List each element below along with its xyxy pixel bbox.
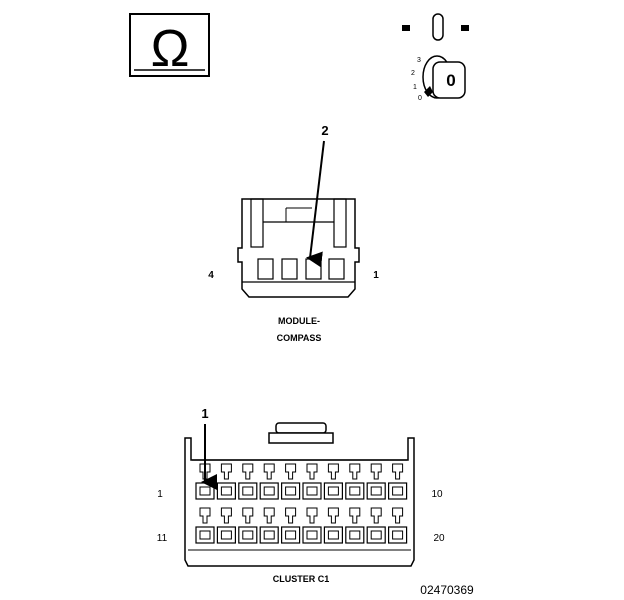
module-compass-connector [237,198,360,298]
cluster-pin-label-20: 20 [433,533,445,544]
cluster-c1-pin-3 [238,463,258,500]
ignition-switch-off-icon [402,13,469,41]
cluster-c1-pin-14 [259,507,279,544]
ignition-key-icon: 3 2 1 0 0 [411,55,466,102]
compass-pin-2 [305,258,322,280]
cluster-c1-pin-11 [195,507,215,544]
cluster-c1-pin-20 [388,507,408,544]
key-position-2: 2 [411,70,415,77]
figure-id: 02470369 [420,583,474,597]
compass-label-line1: MODULE- [278,316,320,326]
key-position-0: 0 [418,95,422,102]
cluster-c1-pin-18 [345,507,365,544]
cluster-c1-label: CLUSTER C1 [273,574,330,584]
compass-pin-label-left: 4 [208,270,214,281]
compass-callout-number: 2 [321,123,328,138]
cluster-c1-pin-19 [366,507,386,544]
cluster-callout-number: 1 [201,406,208,421]
compass-pin-4 [257,258,274,280]
cluster-c1-pin-8 [345,463,365,500]
cluster-pin-label-11: 11 [157,533,168,544]
cluster-c1-pin-17 [323,507,343,544]
compass-callout-arrow [306,140,325,268]
key-label: 0 [446,71,455,90]
cluster-pin-label-10: 10 [431,489,443,500]
compass-pin-label-right: 1 [373,270,379,281]
compass-pin-1 [328,258,345,280]
cluster-c1-pin-5 [281,463,301,500]
cluster-pin-label-1: 1 [157,489,163,500]
cluster-c1-pin-13 [238,507,258,544]
ohm-symbol: Ω [151,20,190,78]
cluster-c1-pin-6 [302,463,322,500]
cluster-c1-pin-7 [323,463,343,500]
ohmmeter-icon: Ω [129,13,210,78]
cluster-c1-pin-2 [216,463,236,500]
key-position-3: 3 [417,57,421,64]
cluster-c1-pin-16 [302,507,322,544]
cluster-c1-pin-9 [366,463,386,500]
cluster-c1-pin-10 [388,463,408,500]
cluster-c1-pin-12 [216,507,236,544]
key-position-1: 1 [413,84,417,91]
cluster-c1-pin-15 [281,507,301,544]
cluster-c1-connector [184,422,415,567]
cluster-c1-pin-4 [259,463,279,500]
cluster-c1-pin-row-bottom [195,507,408,544]
compass-pin-3 [281,258,298,280]
compass-label-line2: COMPASS [277,333,322,343]
